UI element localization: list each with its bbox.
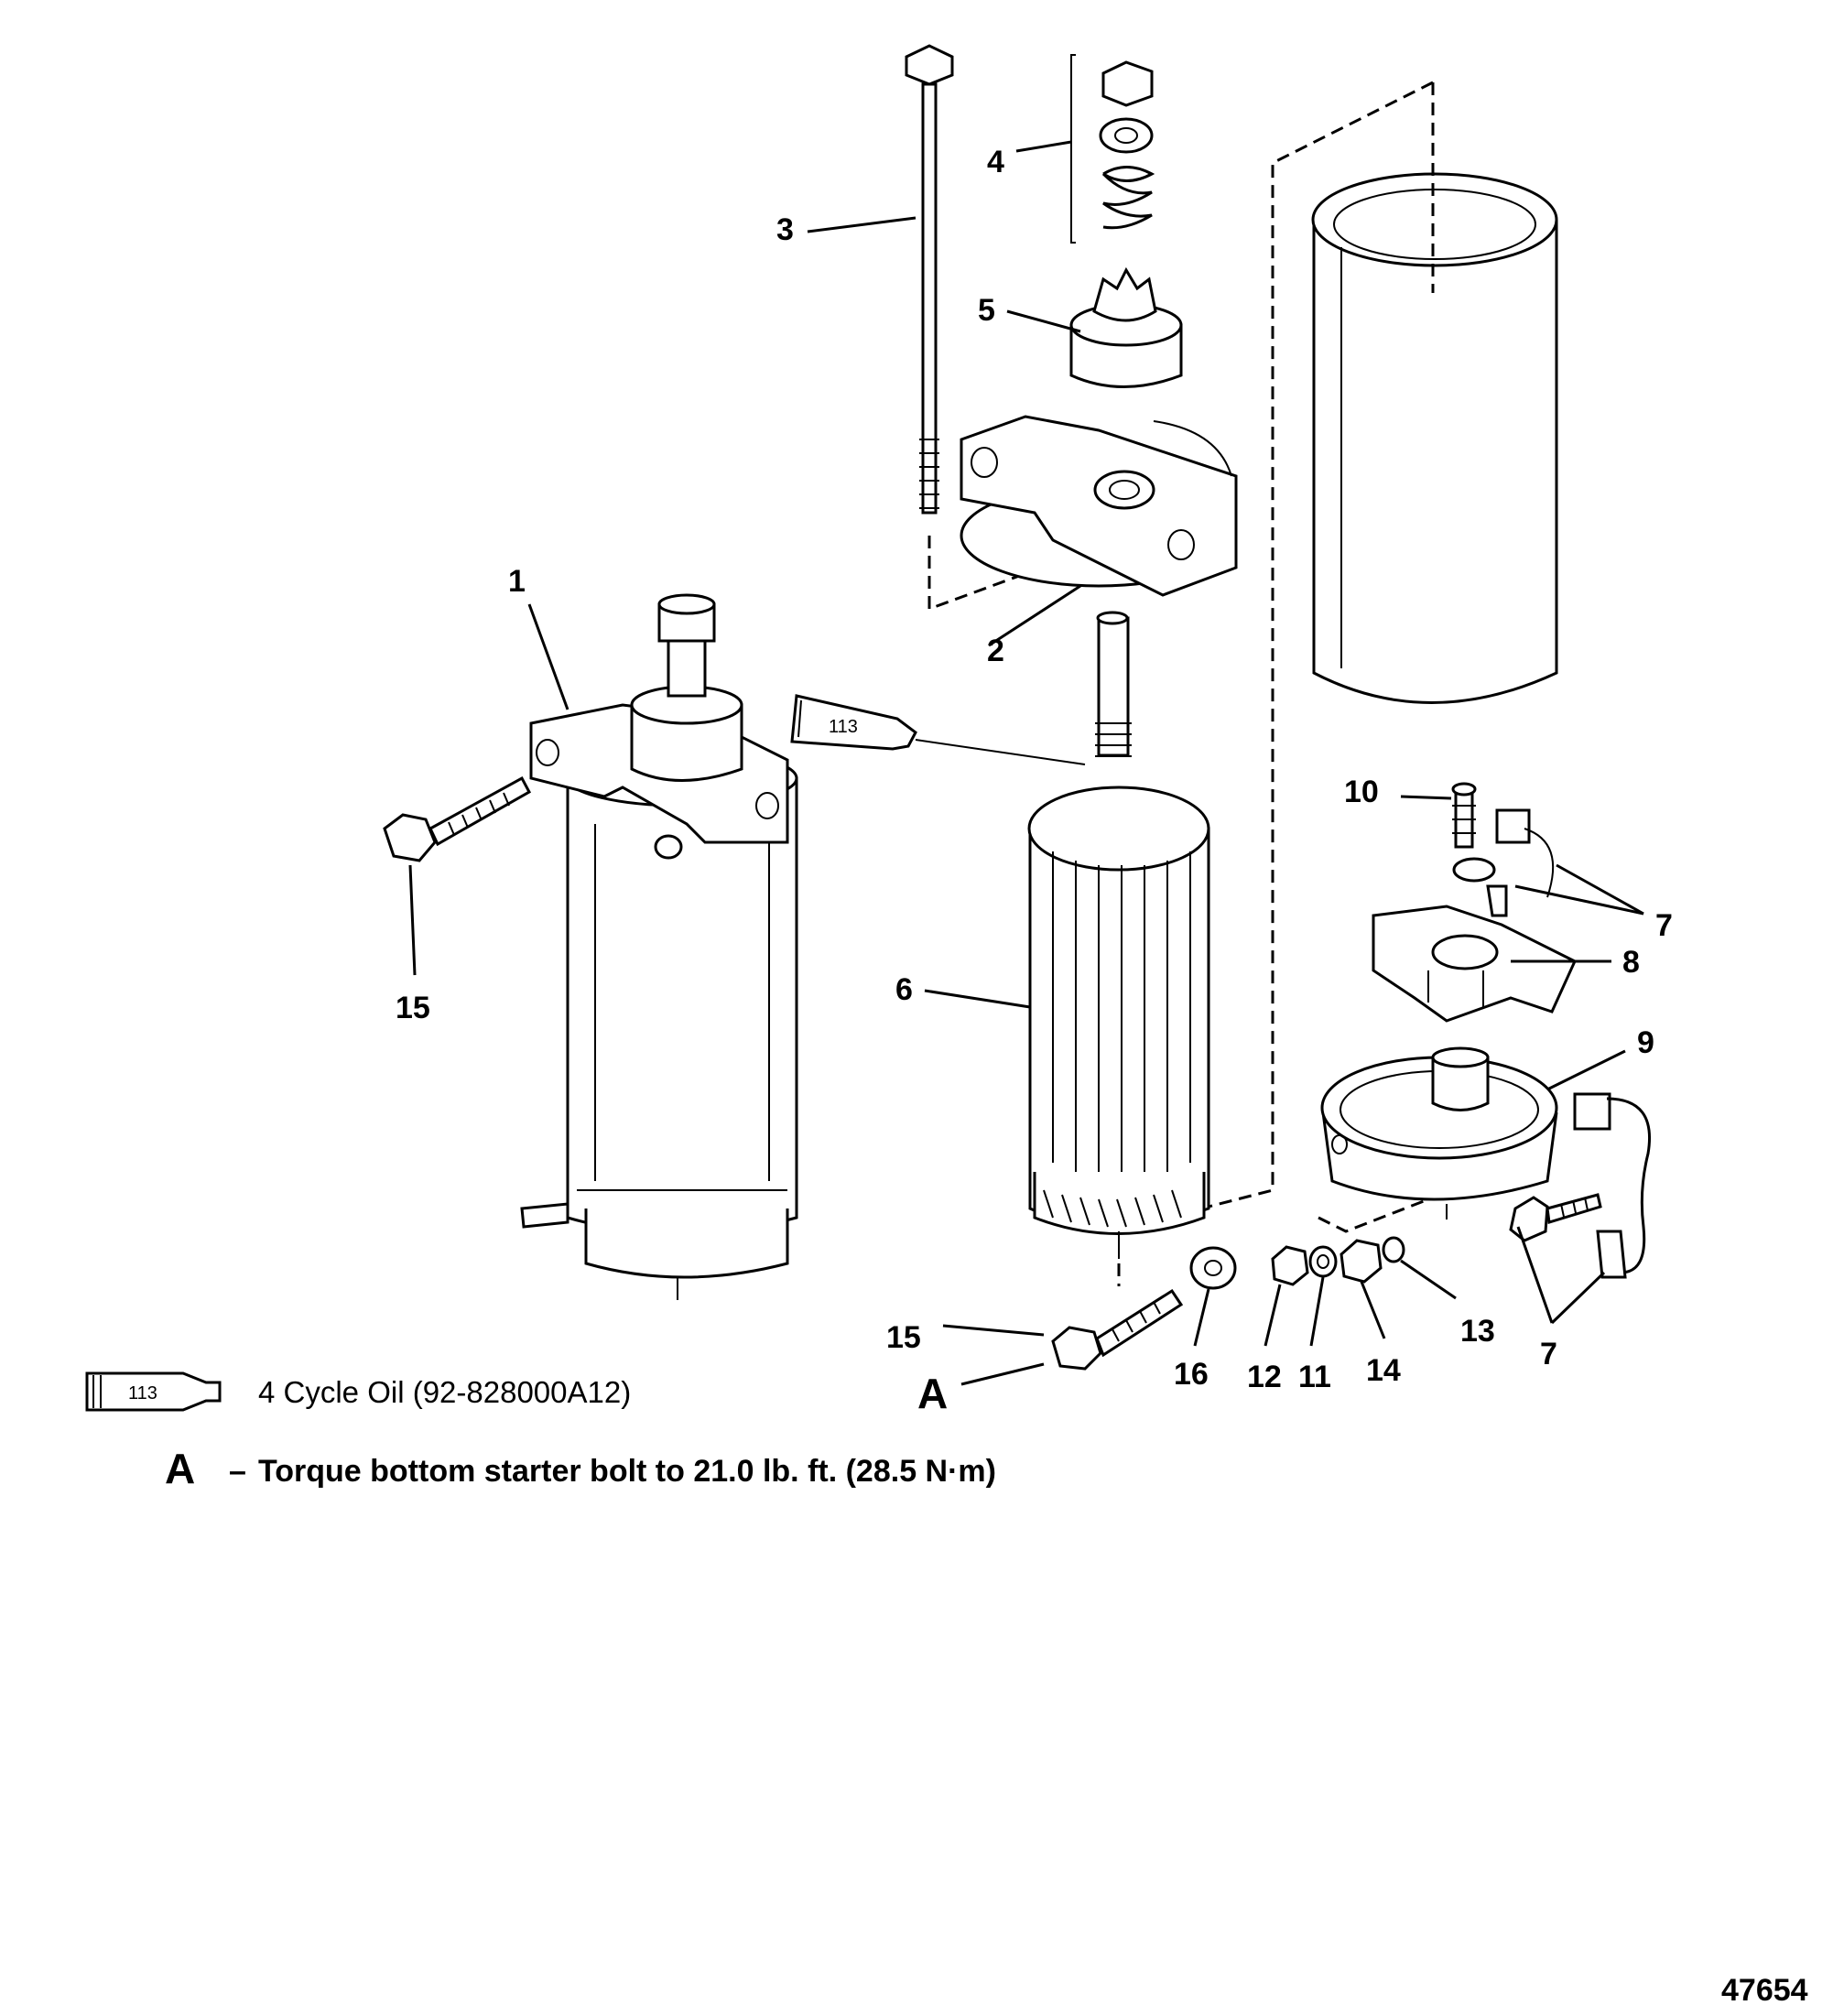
lubricant-legend: 113 4 Cycle Oil (92-828000A12)	[85, 1371, 631, 1412]
callout-7-lower: 7	[1540, 1337, 1557, 1371]
commutator-end-cap	[1320, 1046, 1558, 1219]
callout-15-lower: 15	[886, 1320, 921, 1355]
bolt-15-lower	[1051, 1288, 1184, 1371]
through-bolt	[905, 44, 1068, 612]
armature	[1027, 611, 1210, 1286]
callout-10: 10	[1344, 775, 1379, 809]
callout-2: 2	[987, 634, 1004, 668]
nut-spacer-spring-stack	[1070, 54, 1155, 244]
callout-A: A	[917, 1370, 948, 1417]
callout-9: 9	[1637, 1025, 1654, 1060]
callout-8: 8	[1622, 945, 1640, 980]
callout-12: 12	[1247, 1360, 1282, 1394]
starter-housing-tube	[1311, 172, 1558, 704]
callout-13: 13	[1460, 1314, 1495, 1349]
callout-7-upper: 7	[1655, 908, 1673, 943]
torque-note: A – Torque bottom starter bolt to 21.0 l…	[165, 1445, 996, 1492]
callout-6: 6	[895, 972, 913, 1007]
callout-11: 11	[1298, 1360, 1331, 1394]
callout-numbers: 1 2 3 4 5 6 7 8 9 10 15 15 16 12 11 14 1…	[396, 145, 1673, 1417]
hardware-washers-and-nuts	[1189, 1236, 1405, 1290]
note-letter: A	[165, 1445, 195, 1492]
legend-text: 4 Cycle Oil (92-828000A12)	[258, 1375, 631, 1409]
callout-16: 16	[1174, 1357, 1209, 1392]
figure-number: 47654	[1721, 1973, 1808, 2008]
callout-14: 14	[1366, 1353, 1401, 1388]
callout-15-upper: 15	[396, 991, 430, 1025]
lubricant-tube-label: 113	[829, 717, 858, 737]
note-dash: –	[229, 1454, 246, 1489]
legend-tube-label: 113	[128, 1383, 157, 1404]
brush-screw-and-brush	[1451, 782, 1555, 917]
callout-5: 5	[978, 293, 995, 328]
note-text: Torque bottom starter bolt to 21.0 lb. f…	[258, 1454, 996, 1489]
callout-4: 4	[987, 145, 1004, 179]
callout-1: 1	[508, 564, 526, 599]
assembled-starter-motor	[520, 593, 798, 1300]
leader-lines	[408, 140, 1644, 1386]
brush-holder	[1372, 905, 1577, 1023]
bolt-15-upper	[383, 775, 532, 862]
lubricant-tube-113: 113	[790, 694, 1086, 765]
drive-pinion	[1069, 266, 1183, 388]
callout-3: 3	[776, 212, 794, 247]
end-cap-bracket	[960, 415, 1238, 597]
